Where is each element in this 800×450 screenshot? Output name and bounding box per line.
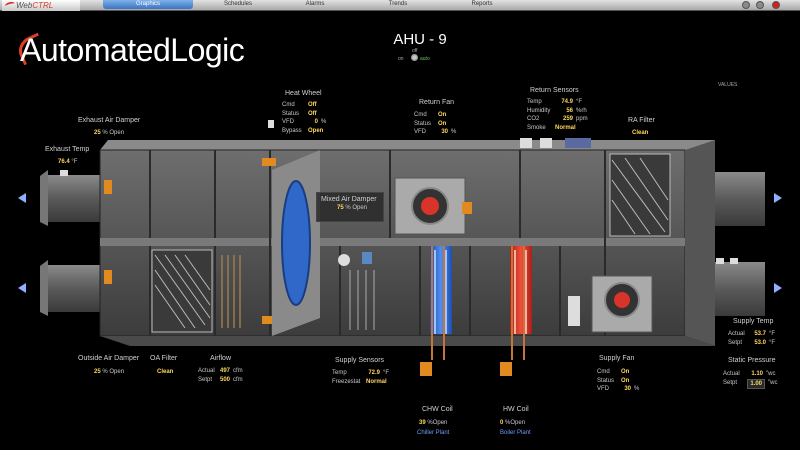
exhaust-duct — [40, 170, 100, 226]
hw-coil-icon[interactable] — [510, 246, 532, 360]
hw-coil-value[interactable]: 0 %Open — [500, 420, 526, 426]
heat-wheel-icon[interactable] — [272, 150, 320, 336]
airflow-label: Airflow — [210, 355, 232, 362]
ahu-casing — [99, 140, 715, 346]
automated-logic-logo: AutomatedLogic — [20, 30, 245, 70]
outside-air-duct — [40, 260, 100, 316]
mixed-air-damper-label: Mixed Air Damper — [321, 196, 377, 203]
return-sensors-label: Return Sensors — [530, 87, 579, 94]
nav-left-arrow-outside-air-icon[interactable] — [18, 282, 28, 294]
oa-filter-label: OA Filter — [150, 355, 178, 362]
ra-filter-value[interactable]: Clean — [632, 130, 649, 136]
return-sensors-icon[interactable] — [520, 138, 591, 148]
oa-filter-value[interactable]: Clean — [157, 369, 174, 375]
mode-auto-label: auto — [420, 56, 430, 62]
tab-schedules[interactable]: Schedules — [223, 1, 253, 7]
chiller-plant-link[interactable]: Chiller Plant — [417, 430, 450, 436]
chw-coil-label: CHW Coil — [422, 406, 453, 413]
heat-wheel-sensor-icon[interactable] — [268, 120, 274, 128]
webctrl-logo[interactable]: WebCTRL — [2, 0, 80, 11]
tab-reports[interactable]: Reports — [471, 1, 493, 7]
nav-right-arrow-return-icon[interactable] — [772, 192, 782, 204]
mode-on-label: on — [398, 56, 404, 62]
nav-left-arrow-exhaust-icon[interactable] — [18, 192, 28, 204]
nav-right-arrow-supply-icon[interactable] — [772, 282, 782, 294]
page-title: AHU - 9 — [393, 31, 447, 48]
exhaust-air-damper-label: Exhaust Air Damper — [78, 117, 141, 124]
static-pressure-label: Static Pressure — [728, 357, 776, 364]
supply-temp-label: Supply Temp — [733, 318, 774, 325]
logo-text-logic: Logic — [170, 32, 245, 68]
supply-duct-sensor-icon[interactable] — [716, 258, 724, 264]
settings-icon[interactable] — [742, 1, 750, 9]
mixed-air-damper-panel[interactable]: Mixed Air Damper 75 % Open — [316, 192, 384, 222]
top-nav-bar: WebCTRL Graphics Schedules Alarms Trends… — [0, 0, 800, 11]
tab-trends[interactable]: Trends — [388, 1, 408, 7]
mode-knob-icon[interactable] — [411, 54, 418, 61]
values-label[interactable]: VALUES — [718, 82, 738, 88]
exhaust-temp-label: Exhaust Temp — [45, 146, 90, 153]
airflow-station-icon — [221, 255, 241, 328]
ra-filter-label: RA Filter — [628, 117, 655, 124]
exhaust-air-damper-value[interactable]: 25 % Open — [94, 130, 125, 136]
return-fan-icon[interactable] — [394, 177, 472, 235]
exhaust-temp-sensor-icon[interactable] — [60, 170, 68, 176]
freezestat-coil-icon — [349, 270, 375, 330]
tab-graphics[interactable]: Graphics — [103, 0, 193, 9]
supply-fan-label: Supply Fan — [599, 355, 635, 362]
outside-damper-actuator-icon[interactable] — [104, 270, 112, 284]
oa-bypass-actuator-icon[interactable] — [262, 316, 276, 324]
brand-prefix: Web — [16, 1, 33, 10]
outside-air-damper-label: Outside Air Damper — [78, 355, 140, 362]
return-fan-label: Return Fan — [419, 99, 455, 106]
ra-filter-icon — [609, 153, 671, 237]
static-pressure-setpoint-input[interactable]: 1.00 — [747, 378, 765, 389]
exhaust-damper-actuator-icon[interactable] — [104, 180, 112, 194]
mixed-air-damper-value: 75 % Open — [337, 205, 368, 211]
hw-valve-actuator-icon[interactable] — [500, 362, 512, 376]
freezestat-icon[interactable] — [362, 252, 372, 264]
close-icon[interactable] — [772, 1, 780, 9]
supply-temp-sensor-icon[interactable] — [338, 254, 350, 266]
tab-alarms[interactable]: Alarms — [305, 1, 325, 7]
chw-coil-value[interactable]: 39 %Open — [419, 420, 448, 426]
brand-accent: CTRL — [32, 1, 54, 10]
mode-switch[interactable]: off on auto — [390, 48, 450, 64]
mode-off-label: off — [412, 48, 418, 54]
chw-coil-icon[interactable] — [430, 246, 452, 360]
heatwheel-bypass-actuator-icon[interactable] — [262, 158, 276, 166]
outside-air-damper-value[interactable]: 25 % Open — [94, 369, 125, 375]
chw-valve-actuator-icon[interactable] — [420, 362, 432, 376]
exhaust-temp-value[interactable]: 76.4 °F — [58, 159, 78, 165]
help-icon[interactable] — [756, 1, 764, 9]
supply-sensors-label: Supply Sensors — [335, 357, 385, 364]
oa-filter-icon — [151, 249, 213, 333]
logo-text-automated: Automated — [20, 32, 171, 68]
boiler-plant-link[interactable]: Boiler Plant — [500, 430, 531, 436]
heat-wheel-label: Heat Wheel — [285, 90, 322, 97]
supply-fan-icon[interactable] — [568, 275, 653, 333]
hw-coil-label: HW Coil — [503, 406, 529, 413]
static-pressure-sensor-icon[interactable] — [730, 258, 738, 264]
